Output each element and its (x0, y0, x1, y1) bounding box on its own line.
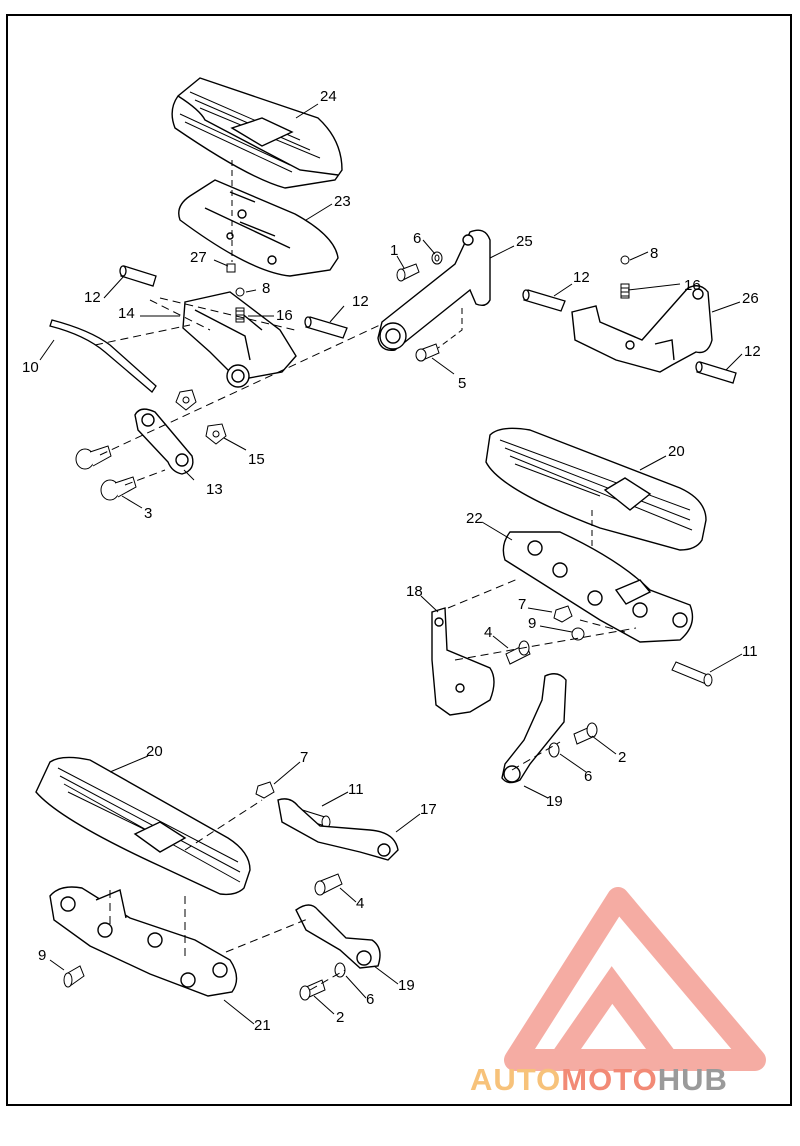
detent-ball-8-a (235, 287, 245, 297)
nut-7-b (255, 781, 275, 799)
callout-2: 2 (336, 1009, 344, 1026)
callout-17: 17 (420, 801, 437, 818)
callout-3: 3 (144, 505, 152, 522)
pin-12-b (304, 316, 348, 339)
callout-4: 4 (356, 895, 364, 912)
washer-6-a (431, 251, 443, 265)
callout-19: 19 (546, 793, 563, 810)
callout-9: 9 (528, 615, 536, 632)
pivot-block-14 (182, 291, 297, 388)
callout-6: 6 (366, 991, 374, 1008)
lever-19-b (295, 904, 381, 969)
detent-spring-16-b (620, 283, 630, 299)
lock-nut-15 (205, 423, 227, 445)
detent-ball-8-b (620, 255, 630, 265)
stud-9-a (571, 627, 585, 641)
support-plate-21 (49, 886, 238, 997)
screw-4-b (314, 873, 343, 896)
callout-6: 6 (413, 230, 421, 247)
callout-22: 22 (466, 510, 483, 527)
callout-8: 8 (262, 280, 270, 297)
link-arm-13 (134, 408, 194, 475)
screw-5 (415, 343, 440, 362)
support-plate-22 (502, 531, 694, 643)
leader-lines (39, 103, 743, 1025)
callout-16: 16 (276, 307, 293, 324)
callout-6: 6 (584, 768, 592, 785)
callout-1: 1 (390, 242, 398, 259)
pin-12-d (695, 361, 737, 384)
callout-20: 20 (146, 743, 163, 760)
callout-25: 25 (516, 233, 533, 250)
callout-16: 16 (684, 277, 701, 294)
footboard-pad-20-left (35, 756, 251, 896)
nut-7-a (553, 605, 573, 623)
lever-17 (277, 798, 399, 861)
callout-21: 21 (254, 1017, 271, 1034)
trim-strip-10 (49, 319, 157, 393)
detent-spring-16-a (235, 307, 245, 323)
callout-12: 12 (84, 289, 101, 306)
callout-12: 12 (352, 293, 369, 310)
screw-27 (226, 263, 236, 273)
screw-2-a (573, 722, 598, 745)
assembly-lines-bottom (109, 799, 346, 991)
callout-5: 5 (458, 375, 466, 392)
screw-2-b (299, 979, 326, 1001)
diagram-border (6, 14, 792, 1106)
callout-18: 18 (406, 583, 423, 600)
callout-4: 4 (484, 624, 492, 641)
callout-23: 23 (334, 193, 351, 210)
callout-19: 19 (398, 977, 415, 994)
callout-8: 8 (650, 245, 658, 262)
callout-7: 7 (518, 596, 526, 613)
socket-screw-3 (100, 476, 137, 501)
callout-2: 2 (618, 749, 626, 766)
callout-24: 24 (320, 88, 337, 105)
pin-12-a (119, 265, 157, 287)
assembly-lines-top (94, 297, 381, 486)
footboard-pad-20-right (485, 427, 707, 551)
callout-7: 7 (300, 749, 308, 766)
callout-11: 11 (348, 781, 364, 798)
pin-12-c (522, 289, 566, 312)
mount-bracket-26 (571, 285, 713, 373)
watermark-hub: HUB (657, 1062, 728, 1097)
bolt-11-a (671, 661, 713, 687)
screw-4-a (505, 640, 531, 665)
watermark-moto: MOTO (561, 1062, 658, 1097)
screw-1 (396, 263, 420, 282)
callout-10: 10 (22, 359, 39, 376)
washer-6-b (548, 742, 560, 758)
callout-27: 27 (190, 249, 207, 266)
callout-26: 26 (742, 290, 759, 307)
stud-9-b (63, 965, 85, 988)
footboard-bracket-23 (178, 179, 339, 277)
callout-14: 14 (118, 305, 135, 322)
callout-13: 13 (206, 481, 223, 498)
callout-15: 15 (248, 451, 265, 468)
watermark-logo-mark (504, 887, 766, 1071)
mount-arm-25 (377, 229, 491, 351)
lock-nut-a (175, 389, 197, 411)
watermark-wordmark: AUTOMOTOHUB (470, 1062, 728, 1098)
footboard-pad-top (171, 77, 343, 189)
callout-20: 20 (668, 443, 685, 460)
callout-11: 11 (742, 643, 758, 660)
callout-labels: 24 23 27 12 14 8 16 12 10 13 15 3 1 6 25… (22, 88, 761, 1034)
watermark-auto: AUTO (470, 1062, 562, 1097)
socket-screw-a (75, 445, 112, 470)
assembly-lines-mid (447, 577, 637, 771)
lever-19-a (501, 673, 567, 784)
callout-12: 12 (744, 343, 761, 360)
bracket-18 (431, 607, 495, 716)
callout-12: 12 (573, 269, 590, 286)
callout-9: 9 (38, 947, 46, 964)
